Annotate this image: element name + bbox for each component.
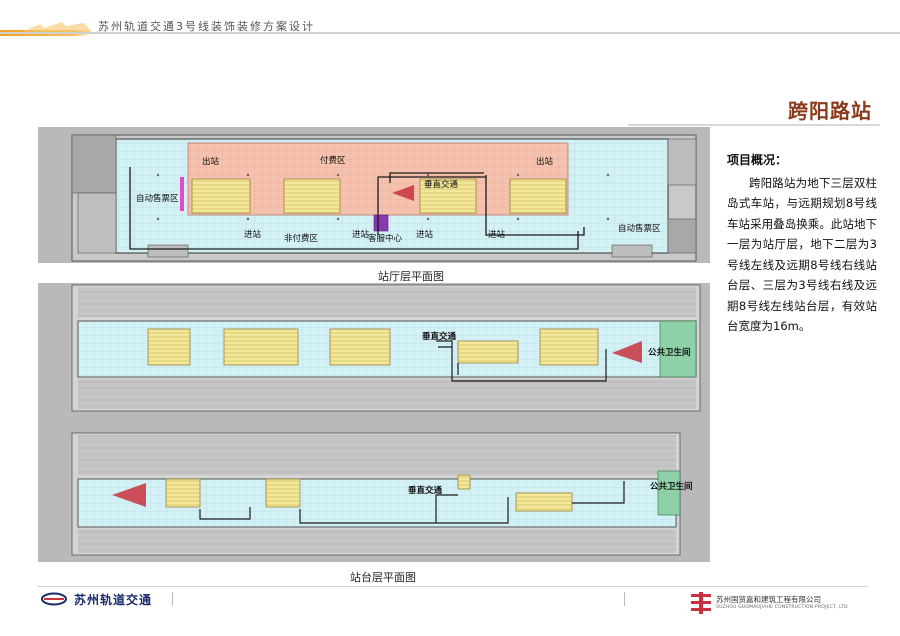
header-wing-icon [22, 22, 92, 32]
platform1-label-vertical: 垂直交通 [422, 331, 457, 342]
project-overview: 项目概况： 跨阳路站为地下三层双柱岛式车站，与远期规划8号线车站采用叠岛换乘。此… [727, 150, 877, 337]
footer-company-name-en: SUZHOU GUOMAOJIAHE CONSTRUCTION PROJECT,… [716, 605, 848, 610]
footer-brand: 苏州轨道交通 [74, 593, 153, 607]
hall-label-entry-4: 进站 [488, 229, 506, 240]
footer-company-name: 苏州国贸嘉和建筑工程有限公司 [716, 595, 821, 604]
hall-label-exit-left: 出站 [202, 156, 220, 167]
hall-plan: 出站 付费区 出站 自动售票区 垂直交通 进站 非付费区 进站 客服中心 进站 … [71, 134, 697, 262]
platform-plan-lower: 垂直交通 公共卫生间 [71, 432, 693, 556]
plan-panel: 出站 付费区 出站 自动售票区 垂直交通 进站 非付费区 进站 客服中心 进站 … [38, 127, 710, 562]
hall-plan-caption: 站厅层平面图 [378, 270, 444, 283]
overview-body: 跨阳路站为地下三层双柱岛式车站，与远期规划8号线车站采用叠岛换乘。此站地下一层为… [727, 175, 877, 334]
header-rule [0, 32, 900, 34]
hall-label-vertical: 垂直交通 [424, 179, 459, 190]
hall-label-ticket-right: 自动售票区 [618, 223, 661, 234]
document-title: 苏州轨道交通3号线装饰装修方案设计 [98, 20, 315, 33]
platform-plan-caption: 站台层平面图 [350, 571, 416, 584]
overview-heading: 项目概况： [727, 153, 788, 167]
hall-label-entry-3: 进站 [416, 229, 434, 240]
footer-rule [38, 586, 868, 587]
title-underline [628, 124, 880, 126]
hall-label-service: 客服中心 [368, 233, 403, 244]
floor-plans: 出站 付费区 出站 自动售票区 垂直交通 进站 非付费区 进站 客服中心 进站 … [38, 134, 710, 556]
hall-label-unpaid: 非付费区 [284, 233, 319, 244]
hall-label-ticket-left: 自动售票区 [136, 193, 179, 204]
platform-plan-upper: 垂直交通 公共卫生间 [71, 284, 701, 412]
footer-divider-right [624, 592, 625, 606]
hall-label-entry-1: 进站 [244, 229, 262, 240]
hall-label-entry-2: 进站 [352, 229, 370, 240]
platform1-label-toilet: 公共卫生间 [648, 347, 691, 358]
hall-label-paid-area: 付费区 [320, 155, 346, 166]
company-logo-icon [691, 592, 711, 614]
hall-label-exit-right: 出站 [536, 156, 554, 167]
footer-divider [172, 592, 173, 606]
platform2-label-vertical: 垂直交通 [408, 485, 443, 496]
platform2-label-toilet: 公共卫生间 [650, 481, 693, 492]
station-name: 跨阳路站 [788, 99, 872, 123]
suzhou-metro-logo-icon [41, 592, 67, 606]
